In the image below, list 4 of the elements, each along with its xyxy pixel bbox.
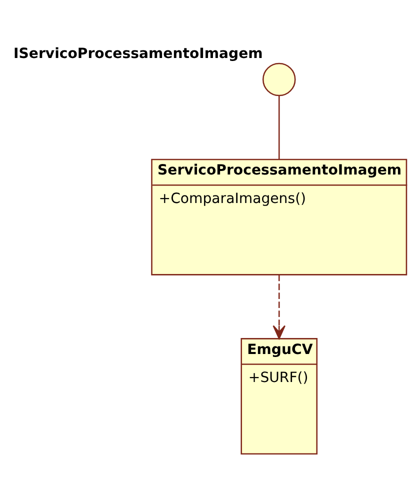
node-circle <box>262 62 296 96</box>
node-label: IServicoProcessamentoImagem <box>14 46 263 62</box>
connector <box>278 95 280 159</box>
arrow <box>272 274 286 339</box>
